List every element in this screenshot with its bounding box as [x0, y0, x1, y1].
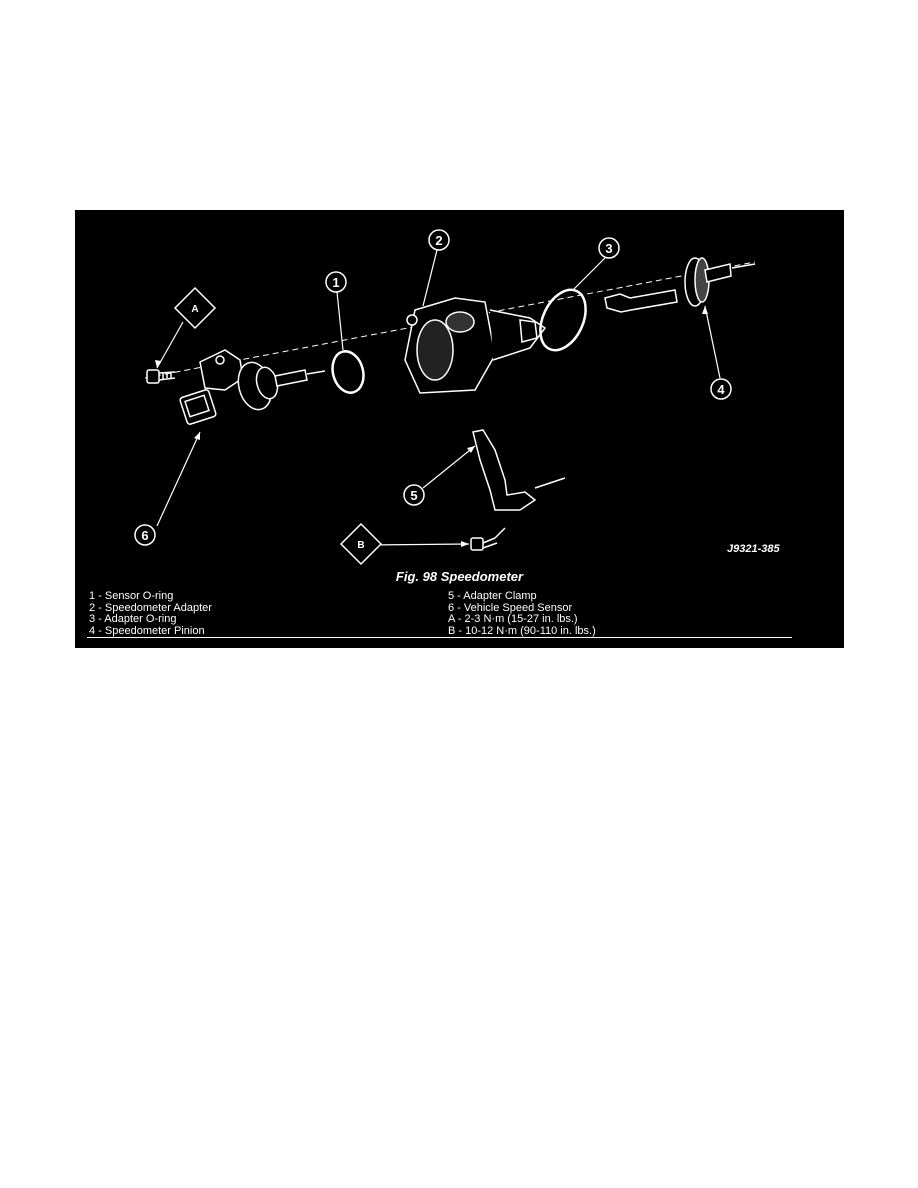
callout-6-label: 6 — [141, 528, 148, 543]
torque-callout-b-label: B — [357, 540, 364, 551]
torque-callout-a-label: A — [191, 304, 198, 315]
sensor-o-ring-part — [331, 350, 365, 394]
speedometer-figure: 1 2 3 4 5 6 A B J9321- — [75, 210, 844, 648]
callout-4: 4 — [710, 378, 732, 400]
adapter-o-ring-part — [539, 288, 587, 352]
figure-code: J9321-385 — [727, 543, 780, 555]
torque-callout-b: B — [339, 522, 383, 566]
callout-5: 5 — [403, 484, 425, 506]
callout-3-label: 3 — [605, 241, 612, 256]
callout-2-label: 2 — [435, 233, 442, 248]
callout-1-label: 1 — [332, 275, 339, 290]
legend-item: 2 - Speedometer Adapter — [89, 601, 212, 614]
bolt-a-part — [146, 369, 176, 384]
callout-4-label: 4 — [717, 382, 725, 397]
legend-item: B - 10-12 N·m (90-110 in. lbs.) — [448, 624, 596, 637]
figure-caption: Fig. 98 Speedometer — [395, 569, 524, 584]
callout-3: 3 — [598, 237, 620, 259]
bolt-b-part — [470, 527, 506, 551]
legend-item: 3 - Adapter O-ring — [89, 613, 177, 625]
torque-callout-a: A — [173, 286, 217, 330]
exploded-view-drawing: 1 2 3 4 5 6 A B — [134, 229, 756, 566]
legend-item: 4 - Speedometer Pinion — [89, 624, 205, 637]
leader-lines — [156, 249, 721, 546]
callout-6: 6 — [134, 524, 156, 546]
callout-5-label: 5 — [410, 488, 417, 503]
legend-item: 1 - Sensor O-ring — [89, 590, 174, 602]
callout-2: 2 — [428, 229, 450, 251]
vehicle-speed-sensor-part — [179, 349, 326, 425]
speedometer-adapter-part — [404, 297, 547, 394]
legend-rule — [87, 637, 792, 638]
leader-arrowheads — [155, 306, 708, 547]
adapter-clamp-part — [472, 429, 566, 511]
legend-left: 1 - Sensor O-ring 2 - Speedometer Adapte… — [89, 590, 212, 637]
legend-item: 6 - Vehicle Speed Sensor — [448, 601, 573, 614]
callout-1: 1 — [325, 271, 347, 293]
legend-item: A - 2-3 N·m (15-27 in. lbs.) — [448, 613, 578, 625]
legend-item: 5 - Adapter Clamp — [448, 590, 537, 602]
speedometer-pinion-part — [604, 257, 756, 313]
legend-right: 5 - Adapter Clamp 6 - Vehicle Speed Sens… — [448, 590, 596, 637]
